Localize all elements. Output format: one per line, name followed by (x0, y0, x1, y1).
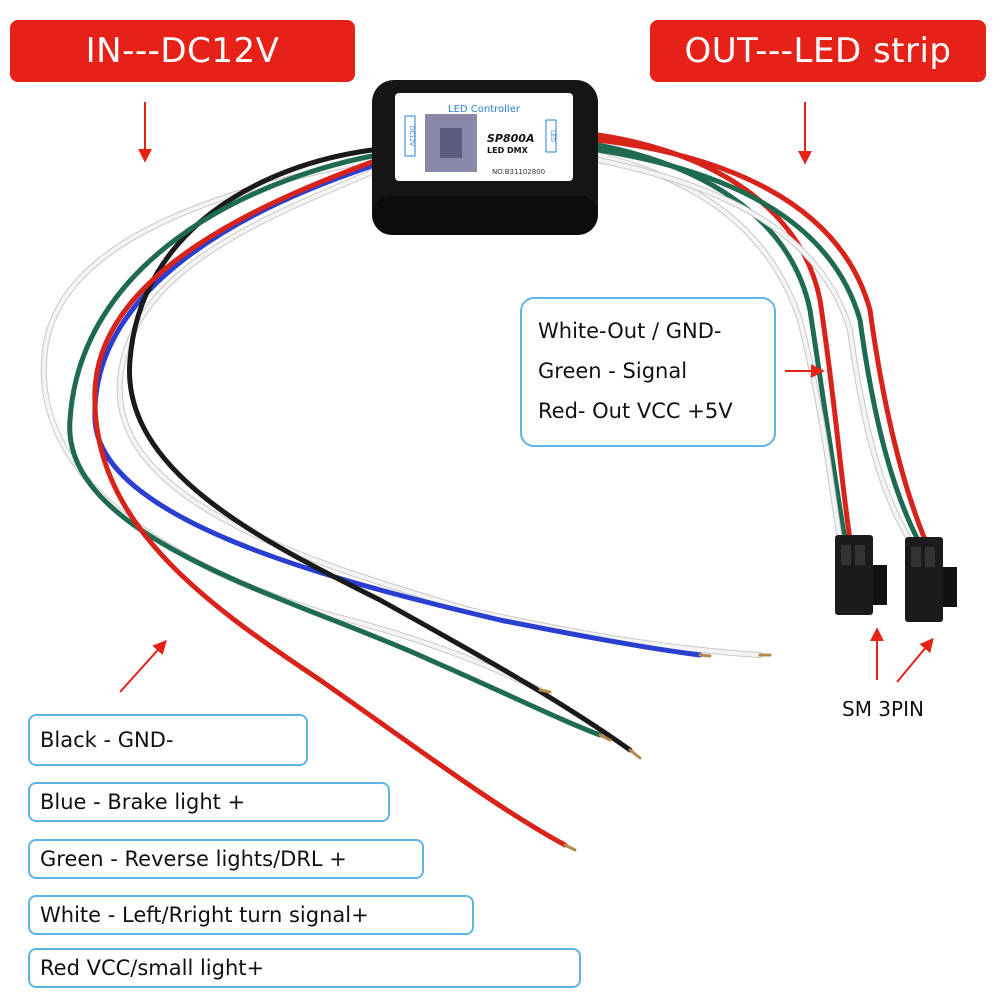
input-label-blue: Blue - Brake light + (28, 782, 390, 822)
input-label-green: Green - Reverse lights/DRL + (28, 839, 424, 879)
sm-3pin-connector-right (905, 537, 957, 622)
arrows (119, 102, 934, 693)
controller-serial: NO.B31102800 (492, 168, 545, 176)
output-wire-legend: White-Out / GND- Green - Signal Red- Out… (520, 297, 776, 447)
output-wires (595, 132, 928, 543)
sm-arrow-right (896, 637, 934, 683)
blue-input-wire (92, 163, 703, 658)
output-label-red: Red- Out VCC +5V (538, 399, 733, 423)
input-label-black: Black - GND- (28, 714, 308, 766)
controller-port-in: DC12V (408, 126, 415, 147)
controller-port-out-tag (545, 119, 557, 153)
output-wire-white-2 (596, 158, 912, 542)
output-banner: OUT---LED strip (650, 20, 986, 82)
output-wire-red-2 (595, 137, 928, 543)
input-label-arrow (119, 639, 167, 693)
controller-port-in-tag (404, 115, 416, 157)
white-input-wire-2 (117, 170, 762, 657)
controller-model: SP800A (487, 132, 534, 145)
led-controller-box: LED Controller DC12V SP800A LED DMX NO.B… (372, 80, 598, 235)
controller-title: LED Controller (448, 104, 521, 115)
wire-tips (538, 653, 772, 852)
green-input-wire (67, 153, 603, 738)
controller-type: LED DMX (487, 146, 529, 155)
output-label-white: White-Out / GND- (538, 319, 722, 343)
input-banner: IN---DC12V (10, 20, 355, 82)
sm-3pin-connector-left (835, 535, 887, 615)
output-wire-green-2 (595, 147, 921, 543)
input-label-white: White - Left/Rright turn signal+ (28, 895, 474, 935)
red-input-wire (92, 159, 568, 848)
output-label-green: Green - Signal (538, 359, 688, 383)
input-label-red: Red VCC/small light+ (28, 948, 581, 988)
controller-port-out: LED (549, 130, 556, 142)
input-wires (40, 147, 763, 848)
connector-label: SM 3PIN (842, 697, 924, 721)
black-input-wire (127, 147, 633, 753)
